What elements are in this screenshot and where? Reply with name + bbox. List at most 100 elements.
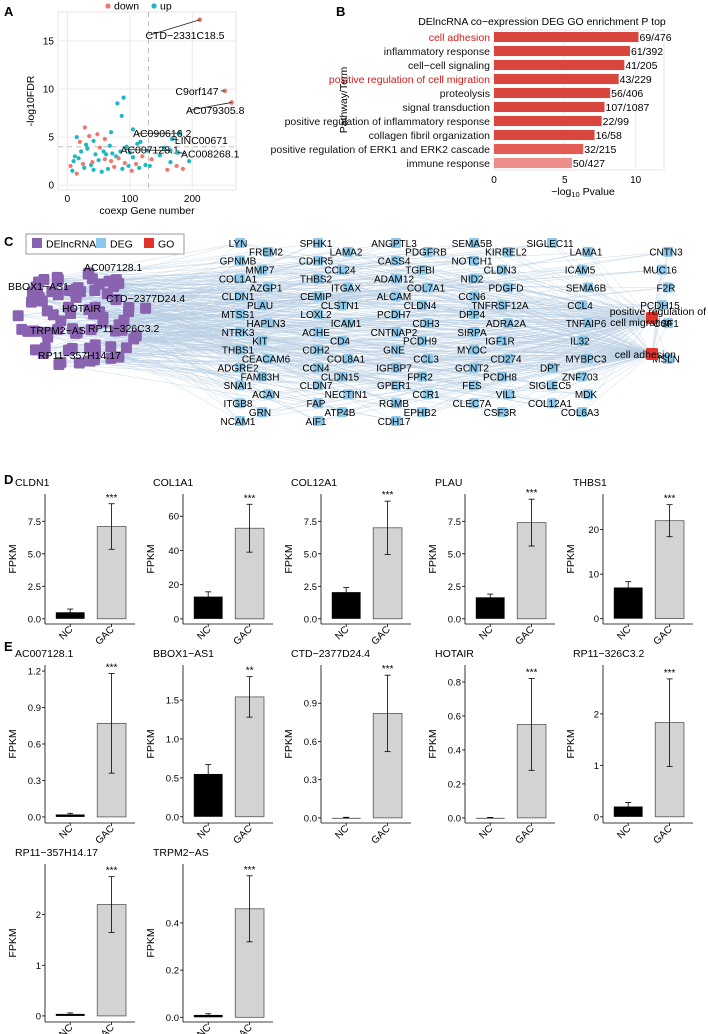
c-legend-swatch	[144, 238, 154, 248]
b-category-label: signal transduction	[402, 102, 490, 114]
mini-ytick-label: 0.6	[448, 711, 461, 722]
c-deg-node	[313, 273, 323, 284]
a-point	[122, 160, 127, 166]
c-deg-label: THBS1	[222, 346, 255, 357]
c-deg-node	[257, 300, 267, 311]
c-edge-lnc-deg	[35, 331, 423, 342]
b-value-label: 16/58	[596, 130, 622, 142]
c-lncrna-node	[128, 333, 140, 345]
c-edge-lnc-deg	[57, 280, 503, 306]
c-deg-node	[263, 246, 273, 257]
a-label-connector	[124, 149, 171, 151]
c-legend-swatch	[32, 238, 42, 248]
c-edge-lnc-deg	[92, 260, 475, 280]
c-deg-node	[547, 362, 557, 373]
a-point	[116, 156, 121, 161]
c-deg-node	[547, 238, 557, 248]
c-edge-lnc-deg	[118, 283, 319, 368]
b-value-label: 50/427	[573, 158, 605, 170]
mini-xtick-label: GAC	[514, 624, 537, 647]
c-edge-lnc-deg	[116, 279, 509, 395]
c-deg-label: NID2	[461, 274, 484, 285]
a-point	[105, 166, 111, 171]
mini-sig-label: ***	[244, 493, 256, 504]
c-deg-label: FAP	[307, 399, 326, 410]
c-edge-deg-go	[395, 313, 653, 319]
c-legend-label: DElncRNA	[46, 239, 96, 251]
c-deg-label: TNFAIP6	[566, 319, 607, 330]
c-deg-node	[577, 371, 587, 382]
c-deg-node	[417, 264, 427, 275]
c-lncrna-node	[93, 278, 105, 290]
c-deg-label: CNTN3	[649, 248, 683, 259]
mini-xtick-label: NC	[333, 624, 351, 642]
a-point	[85, 146, 90, 151]
mini-ytick-label: 1	[36, 961, 41, 972]
c-edge-lnc-deg	[88, 272, 589, 324]
c-deg-label: GCNT2	[455, 363, 489, 374]
panel-b-title: DElncRNA co−expression DEG GO enrichment…	[418, 16, 666, 28]
c-deg-node	[469, 398, 479, 409]
c-legend-label: DEG	[110, 239, 133, 251]
c-deg-label: EPHB2	[404, 408, 437, 419]
c-edge-lnc-deg	[99, 283, 669, 288]
a-point-label: AC007128.1	[120, 145, 179, 157]
a-point	[71, 159, 76, 164]
mini-ytick-label: 0.2	[166, 966, 179, 977]
a-legend-label: down	[114, 1, 139, 13]
c-deg-label: CLDN3	[484, 266, 517, 277]
c-edge-deg-go	[651, 305, 663, 355]
c-deg-label: CLDN15	[321, 372, 360, 383]
c-deg-node	[663, 353, 673, 364]
a-point	[121, 95, 126, 100]
c-edge-deg-go	[239, 317, 653, 386]
a-point-label: AC090616.2	[133, 128, 192, 140]
c-lncrna-node	[51, 271, 63, 283]
a-point	[187, 159, 192, 164]
mini-ytick-label: 0.9	[28, 703, 41, 714]
a-point	[112, 164, 117, 170]
a-ytick-label: 15	[43, 36, 55, 47]
a-point-label: LINC00671	[175, 135, 228, 147]
c-deg-label: CSF3R	[484, 408, 517, 419]
c-edge-deg-go	[239, 317, 653, 404]
c-deg-label: CLDN1	[222, 292, 255, 303]
c-edge-deg-go	[317, 317, 653, 333]
c-deg-node	[657, 264, 667, 275]
a-point	[126, 163, 131, 169]
b-value-label: 32/215	[584, 144, 616, 156]
c-deg-node	[391, 398, 401, 409]
a-point	[127, 150, 132, 155]
b-category-label: immune response	[407, 158, 491, 170]
mini-ytick-label: 7.5	[28, 517, 41, 528]
c-deg-label: SNAI1	[224, 381, 253, 392]
c-edge-lnc-deg	[133, 338, 583, 413]
mini-title: THBS1	[573, 477, 607, 489]
c-edge-lnc-deg	[118, 283, 669, 324]
c-deg-node	[343, 282, 353, 293]
c-deg-label: PCDH9	[403, 337, 437, 348]
c-go-label: positive regulation of	[610, 306, 706, 318]
mini-ytick-label: 0.9	[304, 699, 317, 710]
c-deg-node	[235, 398, 245, 409]
c-deg-label: GPER1	[377, 381, 411, 392]
a-point	[82, 125, 87, 130]
c-edge-deg-go	[341, 305, 653, 319]
b-category-label: proteolysis	[440, 88, 490, 100]
c-edge-lnc-deg	[88, 273, 319, 279]
c-deg-node	[503, 282, 513, 293]
c-edge-lnc-deg	[118, 356, 343, 377]
c-deg-label: LYN	[229, 239, 248, 250]
c-edge-lnc-deg	[58, 294, 475, 333]
c-deg-node	[577, 300, 587, 311]
c-deg-node	[469, 309, 479, 320]
panel-letter-c: C	[4, 234, 14, 249]
b-value-label: 56/406	[611, 88, 643, 100]
c-edge-deg-go	[501, 269, 653, 319]
c-edge-lnc-deg	[53, 314, 241, 422]
mini-xtick-label: GAC	[370, 823, 393, 846]
